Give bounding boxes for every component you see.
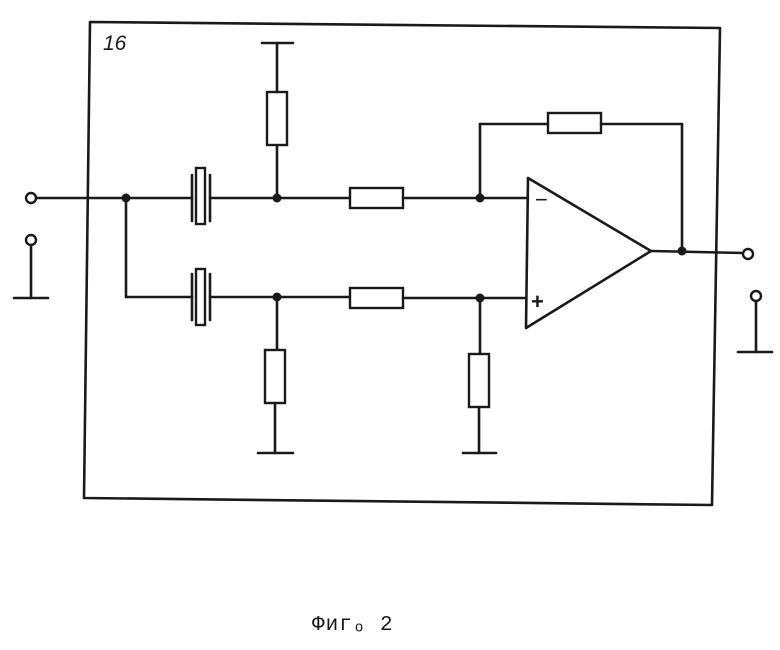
output-node-dot bbox=[677, 246, 687, 256]
opamp-triangle bbox=[524, 176, 653, 330]
lower-series-resistor bbox=[348, 286, 405, 310]
upper-quartz-resonator bbox=[190, 166, 212, 226]
input-ground-terminal bbox=[12, 233, 50, 300]
opamp-noninverting-sign: + bbox=[531, 289, 544, 314]
lower-quartz-resonator bbox=[190, 267, 212, 327]
output-terminal bbox=[741, 247, 755, 261]
block-frame bbox=[82, 20, 722, 507]
output-ground-terminal bbox=[736, 289, 774, 354]
noninverting-ground-resistor bbox=[467, 352, 491, 409]
lower-shunt-resistor bbox=[263, 348, 287, 405]
feedback-resistor bbox=[546, 111, 603, 135]
figure-caption: Фигₒ 2 bbox=[312, 614, 394, 637]
input-terminal bbox=[24, 191, 38, 205]
upper-shunt-resistor bbox=[265, 90, 289, 147]
opamp-inverting-sign: − bbox=[535, 187, 548, 212]
upper-series-resistor bbox=[348, 186, 405, 210]
block-number-label: 16 bbox=[103, 32, 127, 55]
